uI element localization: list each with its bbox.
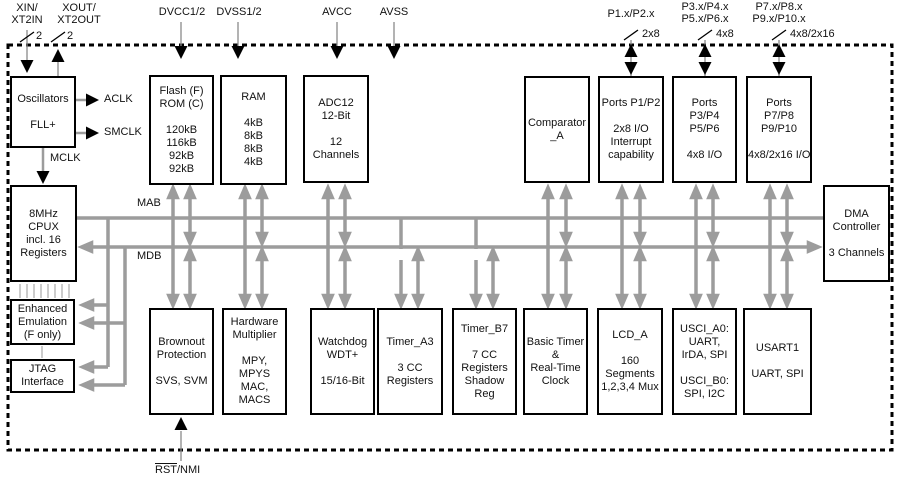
- xin-pin-arrow: [19, 30, 35, 73]
- block-oscillators: Oscillators FLL+: [10, 76, 76, 148]
- mclk-arrow: [36, 148, 50, 184]
- pin-label-avcc: AVCC: [322, 6, 352, 18]
- rst-overlined-text: RST: [155, 464, 177, 476]
- bus-column-arrows: [166, 183, 794, 310]
- rst-nmi-pin-arrow: [174, 417, 188, 461]
- pin-label-avss: AVSS: [379, 6, 409, 18]
- smclk-arrow: [76, 126, 99, 140]
- clock-label-mclk: MCLK: [50, 152, 81, 164]
- pin-count-p7-p10: 4x8/2x16: [790, 28, 835, 40]
- avcc-pin-arrow: [330, 22, 344, 59]
- pin-count-p3-p6: 4x8: [716, 28, 734, 40]
- xout-pin-arrow: [50, 31, 66, 76]
- p1-p2-port-pin-arrow: [623, 29, 639, 76]
- avss-pin-arrow: [387, 22, 401, 59]
- clock-label-smclk: SMCLK: [104, 126, 142, 138]
- pin-label-rst-nmi: RST/NMI: [155, 464, 200, 476]
- pin-label-xout: XOUT/XT2OUT: [57, 2, 101, 26]
- p7-p10-port-pin-arrow: [771, 29, 787, 76]
- bus-label-mdb: MDB: [137, 250, 162, 262]
- pin-label-dvss: DVSS1/2: [216, 6, 262, 18]
- dvcc-pin-arrow: [174, 22, 188, 59]
- pin-count-xin: 2: [36, 30, 43, 42]
- dvss-pin-arrow: [231, 22, 245, 59]
- pin-count-xout: 2: [67, 30, 74, 42]
- aclk-arrow: [76, 93, 99, 107]
- clock-label-aclk: ACLK: [104, 93, 133, 105]
- pin-count-p1-p2: 2x8: [642, 28, 660, 40]
- emulation-jtag-bus-taps: [78, 218, 127, 392]
- p3-p6-port-pin-arrow: [697, 29, 713, 76]
- cpu-emulation-hatch-lines: [19, 284, 70, 358]
- pin-label-xin: XIN/XT2IN: [11, 2, 43, 26]
- pin-label-dvcc: DVCC1/2: [158, 6, 206, 18]
- block-usart1: USART1 UART, SPI: [743, 308, 812, 415]
- chip-boundary-dashed-border: [6, 43, 894, 452]
- bus-label-mab: MAB: [137, 197, 161, 209]
- block-usci: USCI_A0:UART,IrDA, SPI USCI_B0:SPI, I2C: [672, 308, 737, 415]
- pin-label-p1-p2: P1.x/P2.x: [607, 8, 655, 20]
- nmi-text: /NMI: [177, 464, 201, 476]
- block-comparator-a: Comparator_A: [524, 76, 590, 183]
